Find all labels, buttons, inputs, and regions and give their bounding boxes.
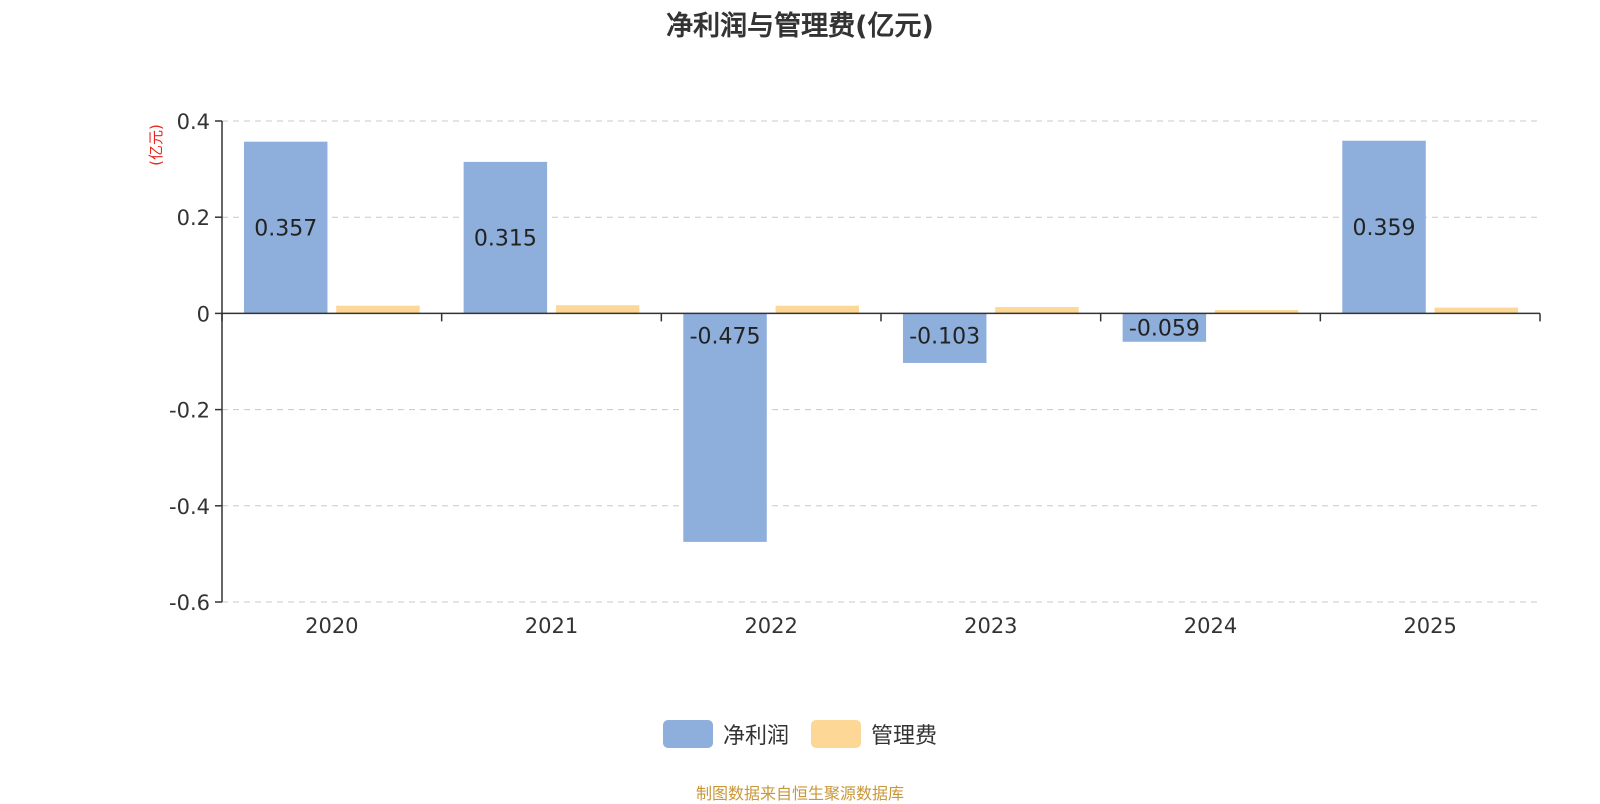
admin-expense-bar — [775, 305, 860, 314]
net-profit-bar — [243, 141, 328, 314]
net-profit-bar — [902, 313, 987, 363]
bar-value-label: 0.315 — [474, 227, 537, 252]
x-tick-label: 2022 — [744, 614, 797, 638]
legend-item-net-profit[interactable]: 净利润 — [662, 718, 789, 750]
chart-title: 净利润与管理费(亿元) — [666, 11, 934, 42]
data-labels: 0.357 0.315 -0.475 -0.103 -0.059 0.359 — [254, 216, 1415, 349]
admin-expense-bar — [555, 305, 640, 314]
admin-expense-bar — [1214, 310, 1299, 314]
y-tick-label: -0.2 — [169, 399, 210, 423]
y-tick-label: -0.6 — [169, 591, 210, 615]
y-tick-label: 0.4 — [177, 110, 210, 134]
data-source-note: 制图数据来自恒生聚源数据库 — [695, 784, 904, 803]
admin-expense-bar — [1434, 307, 1519, 314]
legend-label: 净利润 — [722, 724, 789, 749]
bar-value-label: -0.103 — [909, 324, 980, 349]
y-tick-label: 0 — [197, 302, 210, 326]
axes: 0.4 0.2 0 -0.2 -0.4 -0.6 2020 2021 2022 2023 2024 2… — [169, 110, 1541, 638]
x-tick-label: 2025 — [1403, 614, 1456, 638]
y-tick-label: -0.4 — [169, 495, 210, 519]
net-profit-bar — [463, 161, 548, 314]
legend-swatch — [662, 720, 713, 748]
x-tick-label: 2020 — [305, 614, 358, 638]
admin-expense-bar — [995, 307, 1079, 314]
net-profit-bar — [683, 313, 767, 542]
y-tick-label: 0.2 — [177, 206, 210, 230]
y-axis-unit-label: (亿元) — [147, 124, 165, 166]
x-tick-label: 2021 — [525, 614, 578, 638]
x-tick-label: 2023 — [964, 614, 1017, 638]
x-tick-label: 2024 — [1184, 614, 1237, 638]
bar-value-label: -0.059 — [1129, 317, 1200, 342]
bar-value-label: 0.357 — [254, 217, 317, 242]
net-profit-bar — [1122, 313, 1207, 342]
bar-value-label: 0.359 — [1353, 216, 1416, 241]
legend: 净利润 管理费 — [0, 718, 1600, 750]
legend-swatch — [811, 720, 861, 748]
bar-value-label: -0.475 — [690, 324, 761, 349]
legend-item-admin-expense[interactable]: 管理费 — [811, 718, 937, 750]
legend-label: 管理费 — [871, 724, 938, 749]
admin-expense-bar — [336, 305, 420, 314]
bars — [243, 140, 1519, 542]
net-profit-bar — [1342, 140, 1426, 314]
